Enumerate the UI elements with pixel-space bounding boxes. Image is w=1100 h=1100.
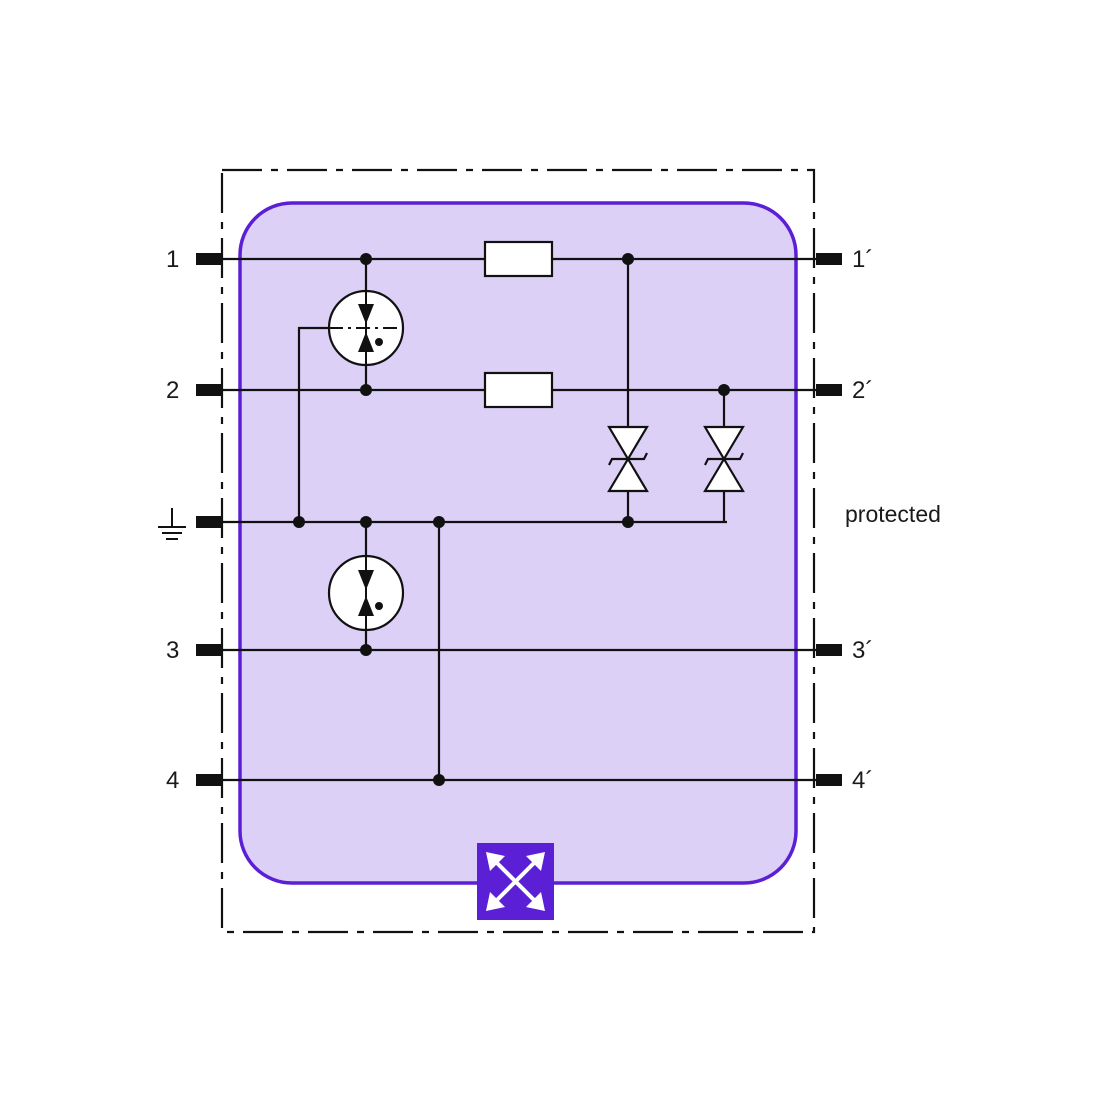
junction-dots xyxy=(293,253,730,786)
gas-discharge-tube-icon xyxy=(327,289,405,367)
terminal-ground xyxy=(196,516,222,528)
terminal-label-1p: 1´ xyxy=(852,246,873,273)
terminal-3p xyxy=(816,644,842,656)
resistor-icon xyxy=(483,240,554,278)
terminal-3 xyxy=(196,644,222,656)
terminal-4p xyxy=(816,774,842,786)
four-way-arrows-icon xyxy=(477,843,554,920)
terminal-label-1: 1 xyxy=(166,246,179,273)
terminal-2p xyxy=(816,384,842,396)
terminal-4 xyxy=(196,774,222,786)
terminal-2 xyxy=(196,384,222,396)
terminal-1p xyxy=(816,253,842,265)
resistor-icon xyxy=(483,371,554,409)
gdt-top-ground-wire xyxy=(297,326,330,522)
bidirectional-suppressor-diode-icon xyxy=(703,425,745,493)
terminal-label-3p: 3´ xyxy=(852,637,873,664)
bidirectional-suppressor-diode-icon xyxy=(607,425,649,493)
terminal-1 xyxy=(196,253,222,265)
terminal-label-3: 3 xyxy=(166,637,179,664)
terminal-label-4p: 4´ xyxy=(852,767,873,794)
terminal-label-4: 4 xyxy=(166,767,179,794)
ground-icon xyxy=(158,508,186,540)
terminal-label-2p: 2´ xyxy=(852,377,873,404)
terminal-label-2: 2 xyxy=(166,377,179,404)
housing-outline xyxy=(220,168,816,934)
protected-side-label: protected xyxy=(845,501,941,527)
gas-discharge-tube-icon xyxy=(327,554,405,632)
